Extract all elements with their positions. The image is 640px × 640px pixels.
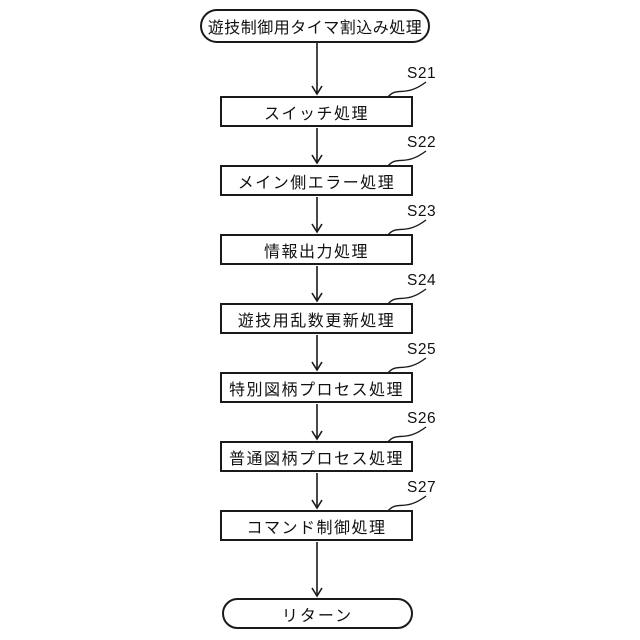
step-leader-line-s24 [387,288,427,305]
step-label-s27: S27 [407,479,437,496]
step-leader-line-s26 [387,426,427,443]
step-leader-line-s27 [387,495,427,512]
step-leader-line-s23 [387,219,427,236]
process-box-s27: コマンド制御処理 [220,510,413,541]
process-box-s24: 遊技用乱数更新処理 [220,303,413,334]
process-box-s26: 普通図柄プロセス処理 [220,441,413,472]
step-leader-line-s25 [387,357,427,374]
process-box-s22: メイン側エラー処理 [220,165,413,196]
step-leader-line-s21 [387,81,427,98]
step-label-s22: S22 [407,134,437,151]
step-label-s21: S21 [407,65,437,82]
terminal-end: リターン [222,598,413,629]
process-box-s23: 情報出力処理 [220,234,413,265]
step-label-s26: S26 [407,410,437,427]
process-box-s21: スイッチ処理 [220,96,413,127]
step-label-s24: S24 [407,272,437,289]
process-box-s25: 特別図柄プロセス処理 [220,372,413,403]
step-leader-line-s22 [387,150,427,167]
terminal-start: 遊技制御用タイマ割込み処理 [200,9,430,43]
step-label-s23: S23 [407,203,437,220]
step-label-s25: S25 [407,341,437,358]
